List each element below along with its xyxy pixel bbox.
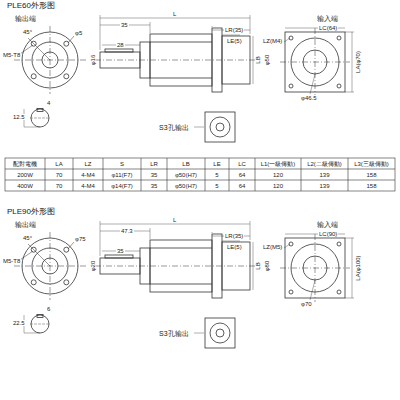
table-cell: 5 (205, 172, 229, 178)
dimension-label: LB (255, 55, 261, 64)
table-cell: 配對電機 (5, 161, 45, 167)
dimension-label: 47.3 (120, 228, 134, 234)
view-title: PLE90外形图 (6, 208, 56, 216)
dimension-label: φ75 (74, 236, 87, 242)
table-cell: φ14(F7) (103, 183, 141, 189)
thread-label: LZ(M5) (262, 244, 283, 250)
table-cell: 64 (229, 183, 255, 189)
table-cell: 139 (301, 172, 348, 178)
view-title: PLE60外形图 (6, 2, 56, 10)
end-label: 输出端 (14, 221, 37, 228)
view-title: S3孔输出 (158, 124, 190, 131)
dimension-label: LR(35) (224, 27, 244, 33)
end-label: 输入端 (316, 221, 339, 228)
table-cell: 70 (45, 183, 73, 189)
table-cell: 64 (229, 172, 255, 178)
dimension-label: LE(5) (226, 38, 243, 44)
dimension-label: φ20 (90, 260, 96, 273)
dimension-label: LR(35) (224, 233, 244, 239)
dimension-label: 4 (46, 100, 51, 106)
table-cell: LR (141, 161, 167, 167)
table-cell: 4-M4 (73, 183, 103, 189)
table-cell: φ50(H7) (167, 183, 205, 189)
end-label: 输入端 (316, 15, 339, 22)
table-cell: 5 (205, 183, 229, 189)
table-cell: LA (45, 161, 73, 167)
dimension-label: 28 (116, 42, 125, 48)
table-cell: LE (205, 161, 229, 167)
dimension-label: LC(90) (318, 231, 338, 237)
dimension-label: 35 (120, 22, 129, 28)
dimension-label: LE(5) (226, 244, 243, 250)
table-cell: 158 (348, 172, 395, 178)
table-cell: 400W (5, 183, 45, 189)
dimension-label: φ70 (300, 301, 313, 307)
dimension-label: LC(64) (318, 25, 338, 31)
end-label: 输出端 (14, 15, 37, 22)
angle-label: 45° (22, 29, 33, 35)
table-cell: LZ (73, 161, 103, 167)
thread-label: M5-T8 (2, 52, 21, 58)
table-cell: S (103, 161, 141, 167)
dimension-label: φ46.5 (300, 95, 318, 101)
table-cell: φ11(F7) (103, 172, 141, 178)
thread-label: M5-T8 (2, 258, 21, 264)
table-cell: L1(一級傳動) (255, 161, 301, 167)
table-cell: 200W (5, 172, 45, 178)
table-cell: 158 (348, 183, 395, 189)
angle-label: 45° (22, 235, 33, 241)
dimension-label: 6 (46, 306, 51, 312)
dimension-label: φ50 (264, 54, 270, 67)
dimension-label: 22.5 (12, 320, 26, 326)
table-cell: LC (229, 161, 255, 167)
table-cell: 120 (255, 183, 301, 189)
table-cell: LB (167, 161, 205, 167)
thread-label: LZ(M4) (262, 38, 283, 44)
dimension-label: φ5 (74, 30, 83, 36)
table-cell: L2(二級傳動) (301, 161, 348, 167)
table-cell: 120 (255, 172, 301, 178)
dimension-label: φ80 (264, 260, 270, 273)
dimension-label: L (172, 217, 177, 223)
dimension-label: φ16 (90, 54, 96, 67)
table-cell: 35 (141, 172, 167, 178)
dimension-label: L (172, 11, 177, 17)
table-cell: L3(三級傳動) (348, 161, 395, 167)
dimension-label: 12.5 (12, 114, 26, 120)
table-cell: 4-M4 (73, 172, 103, 178)
dimension-label: LB (255, 261, 261, 270)
dimension-label: 35 (116, 248, 125, 254)
table-cell: 139 (301, 183, 348, 189)
view-title: S3孔输出 (158, 330, 190, 337)
table-cell: 35 (141, 183, 167, 189)
dimension-label: LA(φ100) (355, 254, 361, 281)
table-cell: 70 (45, 172, 73, 178)
table-cell: φ50(H7) (167, 172, 205, 178)
dimension-label: LA(φ70) (355, 50, 361, 74)
